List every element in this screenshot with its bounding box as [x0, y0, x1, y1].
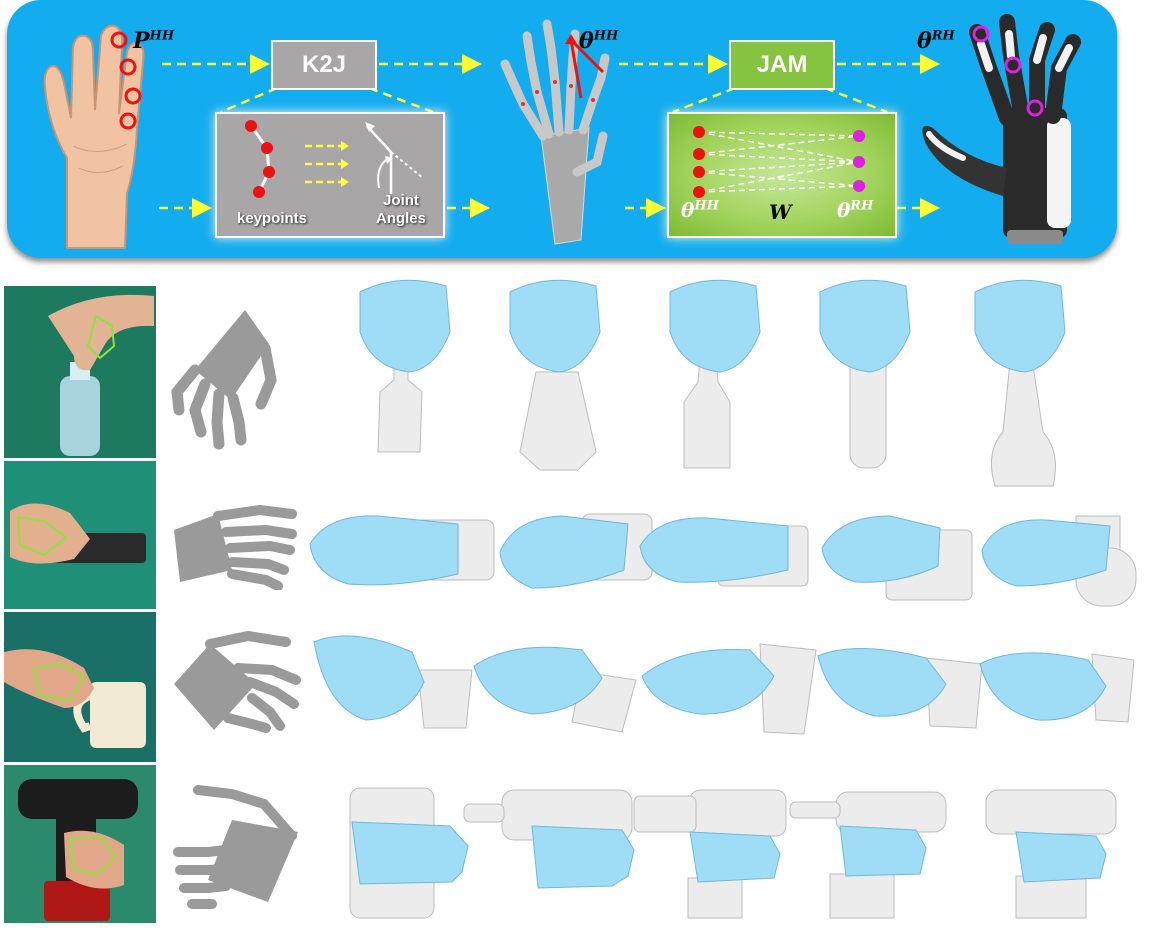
- source-joint-dot: [693, 186, 705, 198]
- keypoint-ring: [124, 87, 142, 105]
- keypoint-dot: [263, 166, 275, 178]
- theta-rh-jam-label: θRH: [837, 198, 874, 222]
- row1-robot-hand-3: [669, 279, 761, 469]
- keypoint-dot: [253, 186, 265, 198]
- p-hh-label: PHH: [133, 28, 175, 54]
- row2-robot-hand-2: [499, 513, 653, 589]
- row2-robot-hand-3: [639, 517, 809, 587]
- jam-mapping-diagram: [693, 126, 865, 198]
- source-joint-dot: [693, 166, 705, 178]
- flow-arrows: [159, 54, 940, 218]
- k2j-block: K2J: [271, 40, 377, 90]
- row1-robot-hand-2: [509, 279, 601, 471]
- robot-hand-image: [922, 14, 1081, 244]
- row3-robot-hand-1: [313, 635, 473, 729]
- row4-robot-hand-5: [985, 789, 1117, 919]
- row2-source-hand: [174, 504, 297, 590]
- row3-robot-hand-5: [979, 652, 1135, 723]
- row2-robot-hand-5: [981, 515, 1137, 607]
- kinematic-hand-model: [500, 19, 610, 245]
- row4-robot-hand-4: [789, 791, 947, 919]
- theta-hh-jam-label: θHH: [681, 198, 719, 222]
- row2-robot-hand-1: [309, 515, 495, 586]
- row3-robot-hand-2: [473, 646, 637, 733]
- theta-hh-label: θHH: [579, 28, 619, 54]
- human-hand-image: [43, 24, 145, 249]
- keypoints-label: keypoints: [236, 210, 308, 227]
- source-joint-dot: [693, 126, 705, 138]
- keypoint-ring: [119, 58, 137, 76]
- k2j-detail-box: keypoints Joint Angles: [215, 112, 445, 238]
- row1-robot-hand-4: [819, 279, 911, 469]
- row1-photo: [4, 286, 156, 458]
- keypoint-dot: [261, 142, 273, 154]
- target-ring: [972, 25, 990, 43]
- row4-source-hand: [173, 785, 298, 909]
- row2-robot-hand-4: [821, 515, 973, 601]
- target-joint-dot: [853, 180, 865, 192]
- row3-robot-hand-3: [641, 643, 817, 735]
- row1-robot-hand-1: [359, 279, 451, 453]
- jam-detail-box: θHH W θRH: [667, 112, 897, 238]
- target-ring: [1004, 56, 1022, 74]
- source-joint-dot: [693, 148, 705, 160]
- target-joint-dot: [853, 130, 865, 142]
- theta-rh-label: θRH: [917, 28, 955, 54]
- target-ring: [1026, 99, 1044, 117]
- joint-angles-label: Joint Angles: [375, 192, 426, 227]
- jam-block: JAM: [729, 40, 835, 90]
- row3-photo: [4, 612, 156, 762]
- row3-robot-hand-4: [817, 647, 983, 729]
- w-label: W: [769, 200, 792, 224]
- k2j-diagram: [245, 120, 424, 198]
- row4-photo: [4, 765, 156, 923]
- pipeline-panel: PHH K2J: [7, 0, 1117, 258]
- row3-source-hand: [174, 630, 301, 733]
- keypoint-ring: [119, 112, 137, 130]
- row2-photo: [4, 461, 156, 609]
- keypoint-ring: [110, 31, 128, 49]
- row4-robot-hand-1: [349, 787, 469, 919]
- keypoint-dot: [245, 120, 257, 132]
- row1-source-hand: [171, 310, 277, 450]
- row4-robot-hand-2: [463, 789, 635, 889]
- row1-robot-hand-5: [974, 279, 1066, 487]
- row4-robot-hand-3: [633, 789, 787, 919]
- target-joint-dot: [853, 156, 865, 168]
